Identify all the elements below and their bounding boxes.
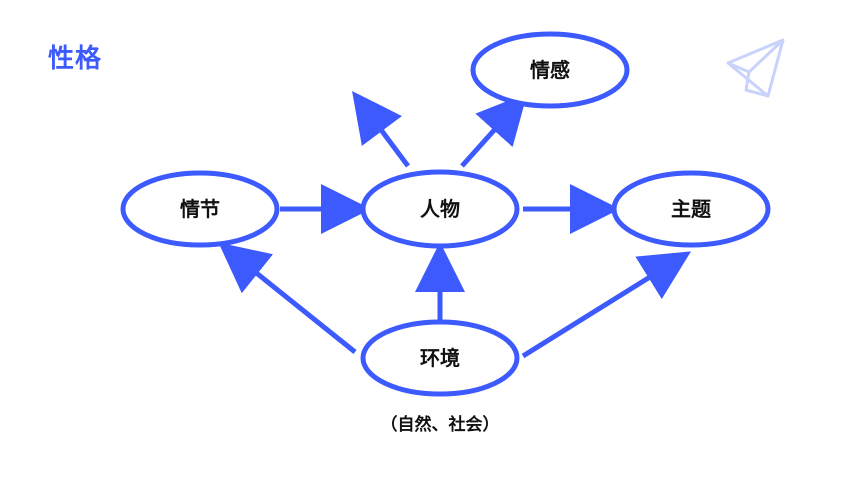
node-environment: 环境 (360, 319, 520, 397)
arrow-character-to-emotion (460, 93, 528, 168)
node-environment-label: 环境 (420, 346, 460, 370)
arrow-character-to-up (352, 90, 411, 168)
node-theme-label: 主题 (671, 197, 712, 221)
node-plot-label: 情节 (180, 197, 220, 221)
page-title: 性格 (48, 44, 103, 74)
arrow-environment-to-plot (218, 242, 357, 354)
node-plot: 情节 (120, 170, 280, 248)
node-emotion-label: 情感 (530, 58, 570, 82)
node-character-label: 人物 (420, 197, 460, 221)
node-character: 人物 (360, 169, 520, 249)
paper-plane-icon (726, 38, 785, 98)
node-emotion: 情感 (470, 31, 630, 109)
arrows (218, 90, 691, 359)
node-theme: 主题 (611, 170, 771, 248)
environment-note: （自然、社会） (381, 414, 500, 435)
arrow-environment-to-theme (521, 251, 691, 359)
